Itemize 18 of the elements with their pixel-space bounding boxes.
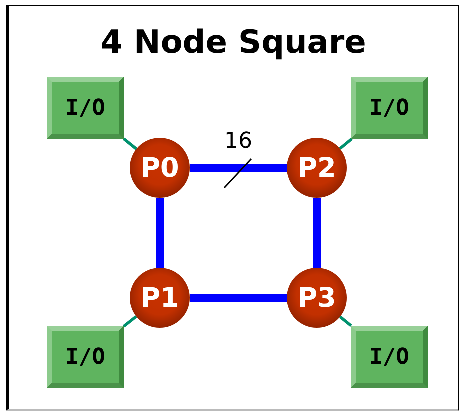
processor-node: P2 [287,138,347,198]
connector-line [190,294,287,302]
connector-line [313,198,321,268]
processor-node: P3 [287,268,347,328]
io-box: I/O [351,77,428,139]
connector-line [339,316,352,328]
io-box: I/O [351,326,428,388]
io-box: I/O [47,77,124,139]
connector-line [190,164,287,172]
connector-line [123,315,138,328]
io-box: I/O [47,326,124,388]
title: 4 Node Square [100,22,368,62]
connector-line [156,198,164,268]
processor-node: P1 [130,268,190,328]
processor-node: P0 [130,138,190,198]
edge-label: 16 [224,130,252,154]
connector-line [123,138,138,150]
connector-line [339,138,353,150]
